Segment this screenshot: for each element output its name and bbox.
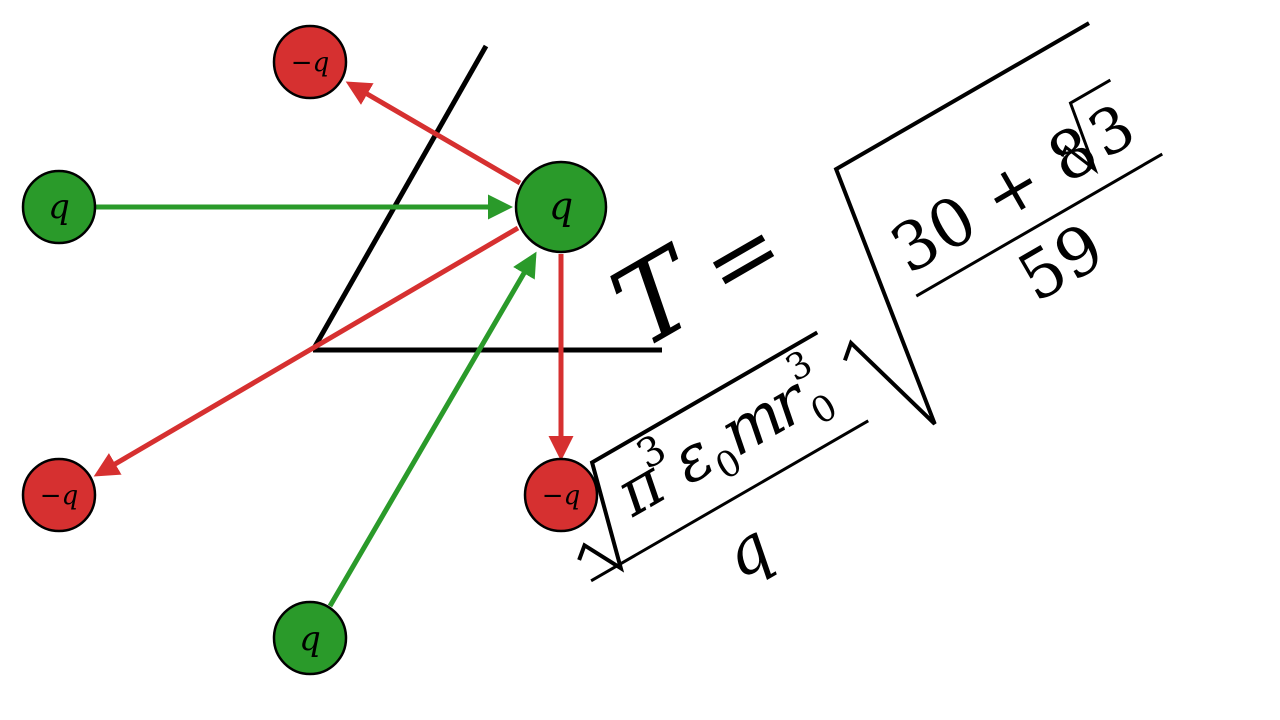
charge-label: q: [549, 184, 573, 228]
charge-bottom: q: [272, 600, 348, 676]
radical-sign-left: [577, 330, 819, 573]
formula-equals: =: [683, 193, 801, 322]
charge-label: q: [48, 187, 70, 227]
arrow-center-to-top-left: [345, 81, 522, 186]
arrow-center-to-bottom-left: [93, 225, 520, 477]
right-sqrt: 30 + 8 3 59: [833, 21, 1164, 426]
charge-left: q: [21, 169, 97, 245]
angle-lines: [310, 44, 662, 353]
arrow-bottom-to-center: [327, 251, 537, 608]
force-arrows: [93, 81, 574, 608]
charge-label: −q: [542, 481, 580, 511]
charge-label: −q: [291, 48, 329, 78]
charge-label: q: [299, 619, 321, 659]
charge-bottom-left: −q: [21, 457, 97, 533]
angle-line-slanted: [310, 44, 489, 352]
charges: −q q q −q −q q: [21, 24, 608, 676]
charge-center: q: [514, 160, 608, 254]
radical-sign-inner: [1060, 78, 1112, 175]
formula: T = π 3 ε 0 m r 3 0 q 30 + 8 3 59: [577, 21, 1164, 594]
charge-bottom-right: −q: [523, 457, 599, 533]
charge-top-left: −q: [272, 24, 348, 100]
left-fraction-bar: [590, 419, 869, 583]
charge-label: −q: [40, 481, 78, 511]
inner-fraction-bar: [915, 152, 1164, 298]
denominator-q: q: [711, 509, 783, 594]
radical-sign-right: [833, 21, 1090, 426]
